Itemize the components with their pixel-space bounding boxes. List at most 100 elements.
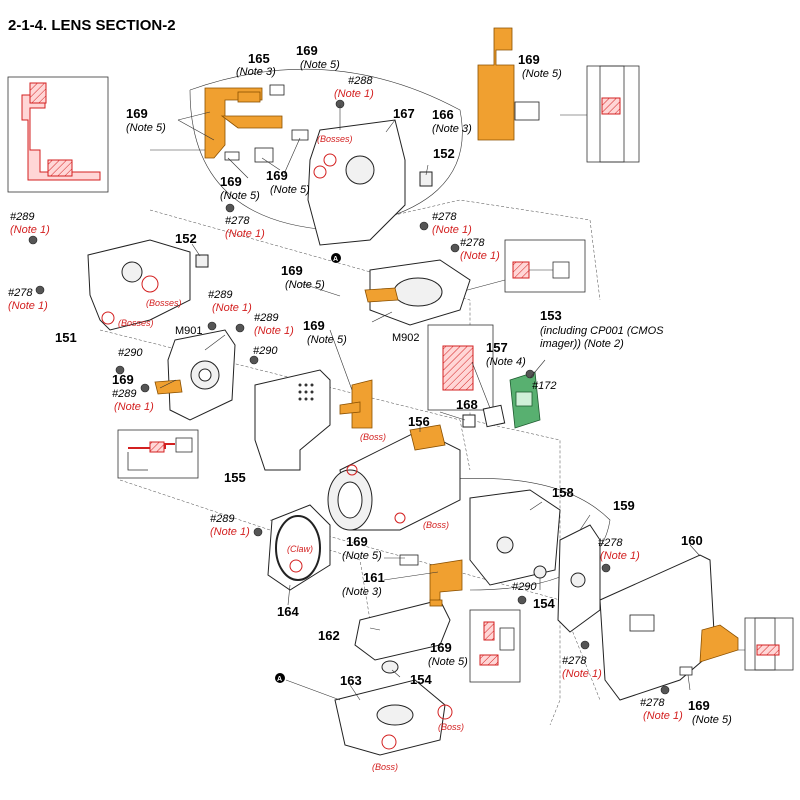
part-156-lens-barrel <box>327 424 461 531</box>
note-169-midleft: (Note 5) <box>220 190 260 202</box>
label-screw-289-b: #289 <box>208 289 232 301</box>
label-claw: (Claw) <box>287 544 313 554</box>
leader-lines <box>150 105 701 701</box>
part-168-plate <box>462 414 476 428</box>
label-screw-289-left: #289 <box>10 211 34 223</box>
inset-m901-flex <box>117 429 199 479</box>
label-boss-163-right: (Boss) <box>438 722 464 732</box>
inset-flex-top-left <box>7 76 109 193</box>
note-screw-289-e: (Note 1) <box>210 526 250 538</box>
label-162: 162 <box>318 628 340 643</box>
note-screw-289-c: (Note 1) <box>254 325 294 337</box>
label-169-right-top: 169 <box>518 52 540 67</box>
label-screw-278-left: #278 <box>8 287 33 299</box>
note-screw-278-bottom: (Note 1) <box>643 710 683 722</box>
label-screw-290-lower: #290 <box>512 581 537 593</box>
label-161: 161 <box>363 570 385 585</box>
label-159: 159 <box>613 498 635 513</box>
label-152-upper: 152 <box>433 146 455 161</box>
marker-a-top-label: A <box>333 256 338 263</box>
label-screw-172: #172 <box>532 380 556 392</box>
label-screw-290-left: #290 <box>118 347 143 359</box>
note-153-line2: imager)) (Note 2) <box>540 338 624 350</box>
label-154-right: 154 <box>533 596 555 611</box>
note-screw-289-d: (Note 1) <box>114 401 154 413</box>
label-169-lower: 169 <box>430 640 452 655</box>
label-152-left: 152 <box>175 231 197 246</box>
label-167: 167 <box>393 106 415 121</box>
part-166-flex <box>477 27 515 141</box>
rear-group-outline <box>439 478 611 591</box>
note-169-right-top: (Note 5) <box>522 68 562 80</box>
label-169-bottom-right: 169 <box>688 698 710 713</box>
part-158-bracket <box>469 489 561 586</box>
label-boss-156-lower: (Boss) <box>423 520 449 530</box>
label-155: 155 <box>224 470 246 485</box>
label-154-lower: 154 <box>410 672 432 687</box>
part-169-flex-middle <box>339 379 373 429</box>
label-157: 157 <box>486 340 508 355</box>
label-screw-278-center: #278 <box>432 211 457 223</box>
note-161: (Note 3) <box>342 586 382 598</box>
note-169-near-155: (Note 5) <box>307 334 347 346</box>
label-boss-163-bottom: (Boss) <box>372 762 398 772</box>
note-screw-278-right: (Note 1) <box>460 250 500 262</box>
label-158: 158 <box>552 485 574 500</box>
note-169-top: (Note 5) <box>300 59 340 71</box>
assembly-outline-3 <box>119 479 371 621</box>
label-169-lens: 169 <box>346 534 368 549</box>
part-164-ring <box>267 504 331 591</box>
part-m902-motor <box>364 259 471 326</box>
note-169-lens: (Note 5) <box>342 550 382 562</box>
part-152-clip-upper <box>419 171 433 187</box>
label-m902: M902 <box>392 332 420 344</box>
label-169-m901: 169 <box>112 372 134 387</box>
note-165: (Note 3) <box>236 66 276 78</box>
label-screw-278-upper: #278 <box>225 215 250 227</box>
part-154-ring-right <box>533 565 547 579</box>
label-bosses-151-a: (Bosses) <box>146 298 182 308</box>
page-title: 2-1-4. LENS SECTION-2 <box>8 17 176 34</box>
label-165: 165 <box>248 51 270 66</box>
note-screw-288: (Note 1) <box>334 88 374 100</box>
marker-a-bottom <box>275 673 285 683</box>
label-boss-156: (Boss) <box>360 432 386 442</box>
note-169-left: (Note 5) <box>126 122 166 134</box>
label-screw-288: #288 <box>348 75 373 87</box>
assembly-outline-2 <box>99 329 471 471</box>
note-screw-289-left: (Note 1) <box>10 224 50 236</box>
part-165-flex <box>204 87 283 159</box>
note-153-line1: (including CP001 (CMOS <box>540 325 664 337</box>
note-169-bottom-right: (Note 5) <box>692 714 732 726</box>
marker-a-bottom-line <box>285 679 341 701</box>
label-screw-278-right: #278 <box>460 237 485 249</box>
marker-a-top <box>331 253 341 263</box>
part-169-misc-flex <box>224 84 693 676</box>
label-screw-289-d: #289 <box>112 388 136 400</box>
label-169-top: 169 <box>296 43 318 58</box>
part-159-plate <box>557 524 601 633</box>
part-151-frame <box>87 239 191 331</box>
part-155-plate <box>254 369 331 471</box>
label-bosses-167: (Bosses) <box>317 134 353 144</box>
note-screw-278-upper: (Note 1) <box>225 228 265 240</box>
inset-flex-top-right <box>560 65 640 163</box>
label-169-center: 169 <box>281 263 303 278</box>
label-screw-278-bottom: #278 <box>640 697 665 709</box>
label-screw-289-e: #289 <box>210 513 234 525</box>
note-screw-278-center: (Note 1) <box>432 224 472 236</box>
label-screw-278-lower: #278 <box>562 655 587 667</box>
note-157: (Note 4) <box>486 356 526 368</box>
part-157-filter <box>482 404 506 428</box>
label-screw-290-mid: #290 <box>253 345 278 357</box>
inset-157 <box>427 324 494 411</box>
label-169-left: 169 <box>126 106 148 121</box>
label-169-midleft: 169 <box>220 174 242 189</box>
part-167-frame <box>307 119 406 246</box>
label-166: 166 <box>432 107 454 122</box>
label-151: 151 <box>55 330 77 345</box>
label-163: 163 <box>340 673 362 688</box>
label-168: 168 <box>456 397 478 412</box>
